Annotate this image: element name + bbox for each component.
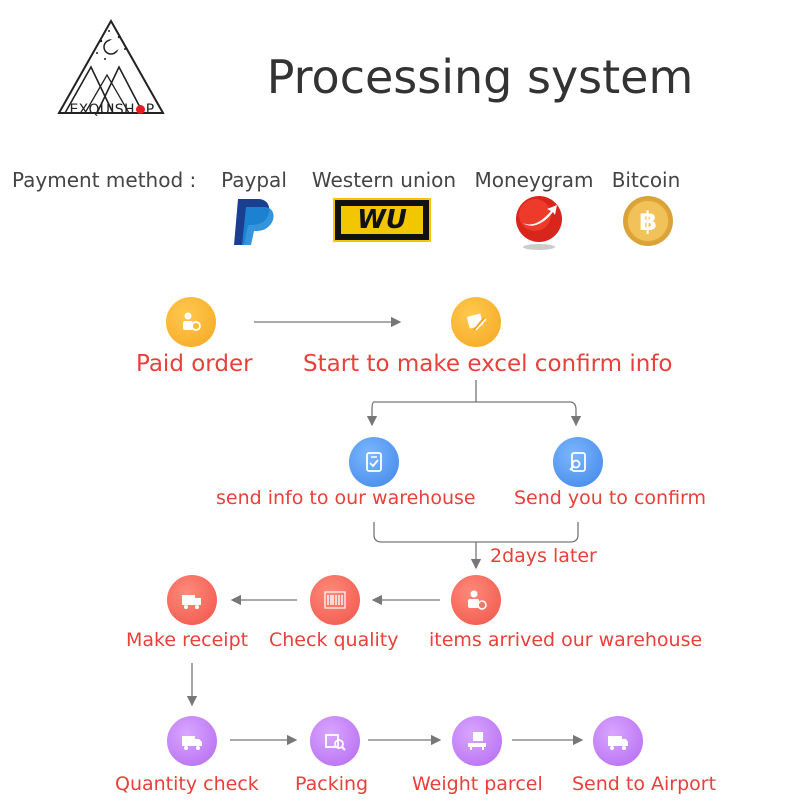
label-paid-order: Paid order (136, 351, 253, 377)
label-packing: Packing (295, 773, 369, 795)
document-search-icon (569, 452, 586, 472)
arrow-excel-to-warehouse (366, 380, 477, 427)
node-check-quality (310, 575, 360, 625)
cargo-truck-icon (608, 736, 628, 750)
label-send-confirm: Send you to confirm (514, 487, 707, 509)
bracket-merge (373, 522, 579, 543)
node-send-warehouse (349, 437, 399, 487)
node-paid-order (166, 297, 216, 347)
payment-method-label: Payment method : (12, 168, 197, 192)
label-items-arrived: items arrived our warehouse (429, 629, 703, 651)
moneygram-logo-icon (516, 196, 562, 250)
scale-parcel-icon (468, 732, 486, 750)
page-title: Processing system (266, 50, 694, 104)
package-search-icon (325, 734, 346, 751)
western-union-mark: WU (341, 206, 423, 234)
document-edit-icon (466, 313, 487, 331)
label-send-airport: Send to Airport (572, 773, 717, 795)
barcode-icon (324, 591, 346, 609)
label-make-excel: Start to make excel confirm info (303, 351, 673, 377)
label-check-quality: Check quality (269, 629, 399, 651)
brand-dot-icon (135, 105, 145, 114)
node-send-airport (593, 716, 643, 766)
payment-name-moneygram: Moneygram (474, 168, 594, 192)
western-union-logo-icon: WU (333, 198, 431, 242)
truck-receipt-icon (182, 595, 201, 609)
svg-text:฿: ฿ (639, 207, 657, 237)
node-weight-parcel (452, 716, 502, 766)
warehouse-worker-icon (468, 590, 487, 610)
node-make-receipt (167, 575, 217, 625)
payment-name-bitcoin: Bitcoin (611, 168, 681, 192)
node-packing (310, 716, 360, 766)
node-items-arrived (451, 575, 501, 625)
label-make-receipt: Make receipt (126, 629, 249, 651)
cashier-icon (183, 312, 201, 331)
label-later: 2days later (490, 545, 597, 567)
paypal-logo-icon (234, 199, 274, 245)
delivery-van-icon (182, 736, 202, 750)
payment-name-western-union: Western union (311, 168, 457, 192)
bitcoin-logo-icon: ฿ (623, 196, 673, 246)
label-send-warehouse: send info to our warehouse (216, 487, 476, 509)
arrow-excel-to-confirm (476, 401, 582, 427)
exquishop-logo-icon (57, 18, 165, 114)
checklist-icon (366, 452, 382, 472)
node-quantity-check (167, 716, 217, 766)
node-send-confirm (553, 437, 603, 487)
payment-name-paypal: Paypal (221, 168, 287, 192)
label-weight-parcel: Weight parcel (412, 773, 543, 795)
label-quantity-check: Quantity check (115, 773, 259, 795)
node-make-excel (451, 297, 501, 347)
